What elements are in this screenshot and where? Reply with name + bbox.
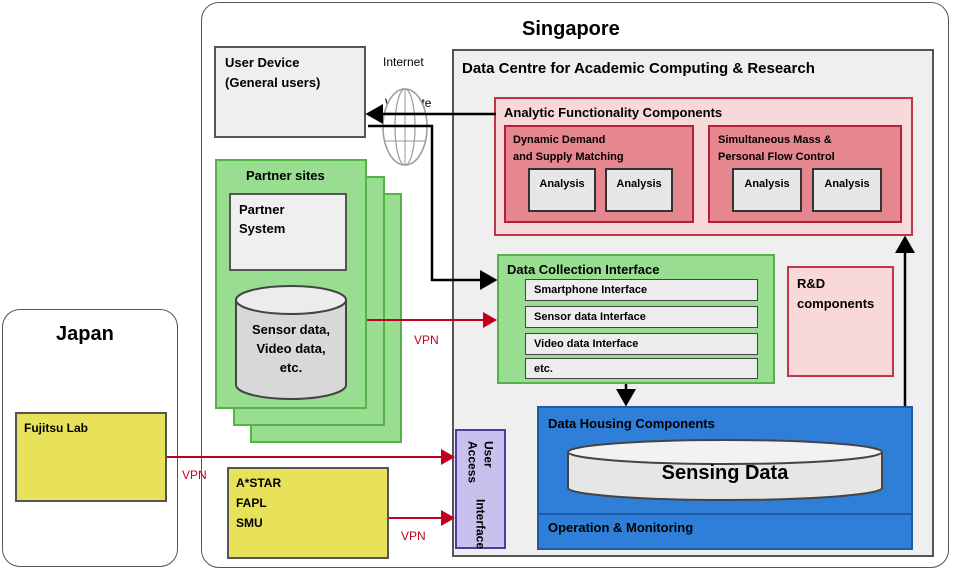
ops-label: Operation & Monitoring <box>548 520 694 535</box>
partner-system-line2: System <box>239 221 286 236</box>
partner-db-line3: etc. <box>279 360 303 375</box>
rd-box <box>787 266 894 377</box>
interface-row: etc. <box>525 358 758 379</box>
sensing-data-cylinder <box>567 439 883 501</box>
user-access-line1: User Access <box>465 441 496 484</box>
astar-line3: SMU <box>236 516 263 530</box>
sensing-data-label: Sensing Data <box>661 462 789 484</box>
internet-label: Internet <box>383 55 424 69</box>
astar-box <box>227 467 389 559</box>
partner-db-line1: Sensor data, <box>251 322 331 337</box>
rd-line1: R&D <box>797 276 826 291</box>
interface-row: Smartphone Interface <box>525 279 758 301</box>
partner-system-line1: Partner <box>239 202 285 217</box>
demand-supply-line1: Dynamic Demand <box>513 134 606 146</box>
user-device-line2: (General users) <box>225 75 321 90</box>
vpn-label: VPN <box>414 333 439 347</box>
demand-supply-line2: and Supply Matching <box>513 151 624 163</box>
analysis-box: Analysis <box>812 168 882 212</box>
ops-divider <box>538 513 912 515</box>
partner-db-line2: Video data, <box>256 341 326 356</box>
user-device-box <box>214 46 366 138</box>
vpn-label: VPN <box>401 529 426 543</box>
interface-row: Video data Interface <box>525 333 758 355</box>
singapore-title: Singapore <box>522 18 620 40</box>
vpn-label: VPN <box>182 468 207 482</box>
fujitsu-lab-box <box>15 412 167 502</box>
partner-sites-title: Partner sites <box>246 168 325 183</box>
data-centre-title: Data Centre for Academic Computing & Res… <box>462 60 815 77</box>
user-access-box <box>455 429 506 549</box>
mass-flow-line1: Simultaneous Mass & <box>718 134 832 146</box>
analysis-box: Analysis <box>605 168 673 212</box>
analysis-box: Analysis <box>732 168 802 212</box>
rd-line2: components <box>797 296 875 311</box>
analysis-box: Analysis <box>528 168 596 212</box>
analytic-title: Analytic Functionality Components <box>504 105 723 120</box>
fujitsu-lab-label: Fujitsu Lab <box>24 421 88 435</box>
database-icon <box>235 285 347 400</box>
astar-line2: FAPL <box>236 496 267 510</box>
user-device-line1: User Device <box>225 55 300 70</box>
japan-title: Japan <box>56 323 114 345</box>
interface-row: Sensor data Interface <box>525 306 758 328</box>
user-access-line2: Interface <box>473 498 488 549</box>
user-access-label: User Access Interface <box>455 429 506 549</box>
user-to-collection-arrow <box>368 124 498 290</box>
mass-flow-line2: Personal Flow Control <box>718 151 835 163</box>
astar-line1: A*STAR <box>236 476 282 490</box>
collection-title: Data Collection Interface <box>507 262 660 277</box>
partner-system-box <box>229 193 347 271</box>
housing-title: Data Housing Components <box>548 416 715 431</box>
